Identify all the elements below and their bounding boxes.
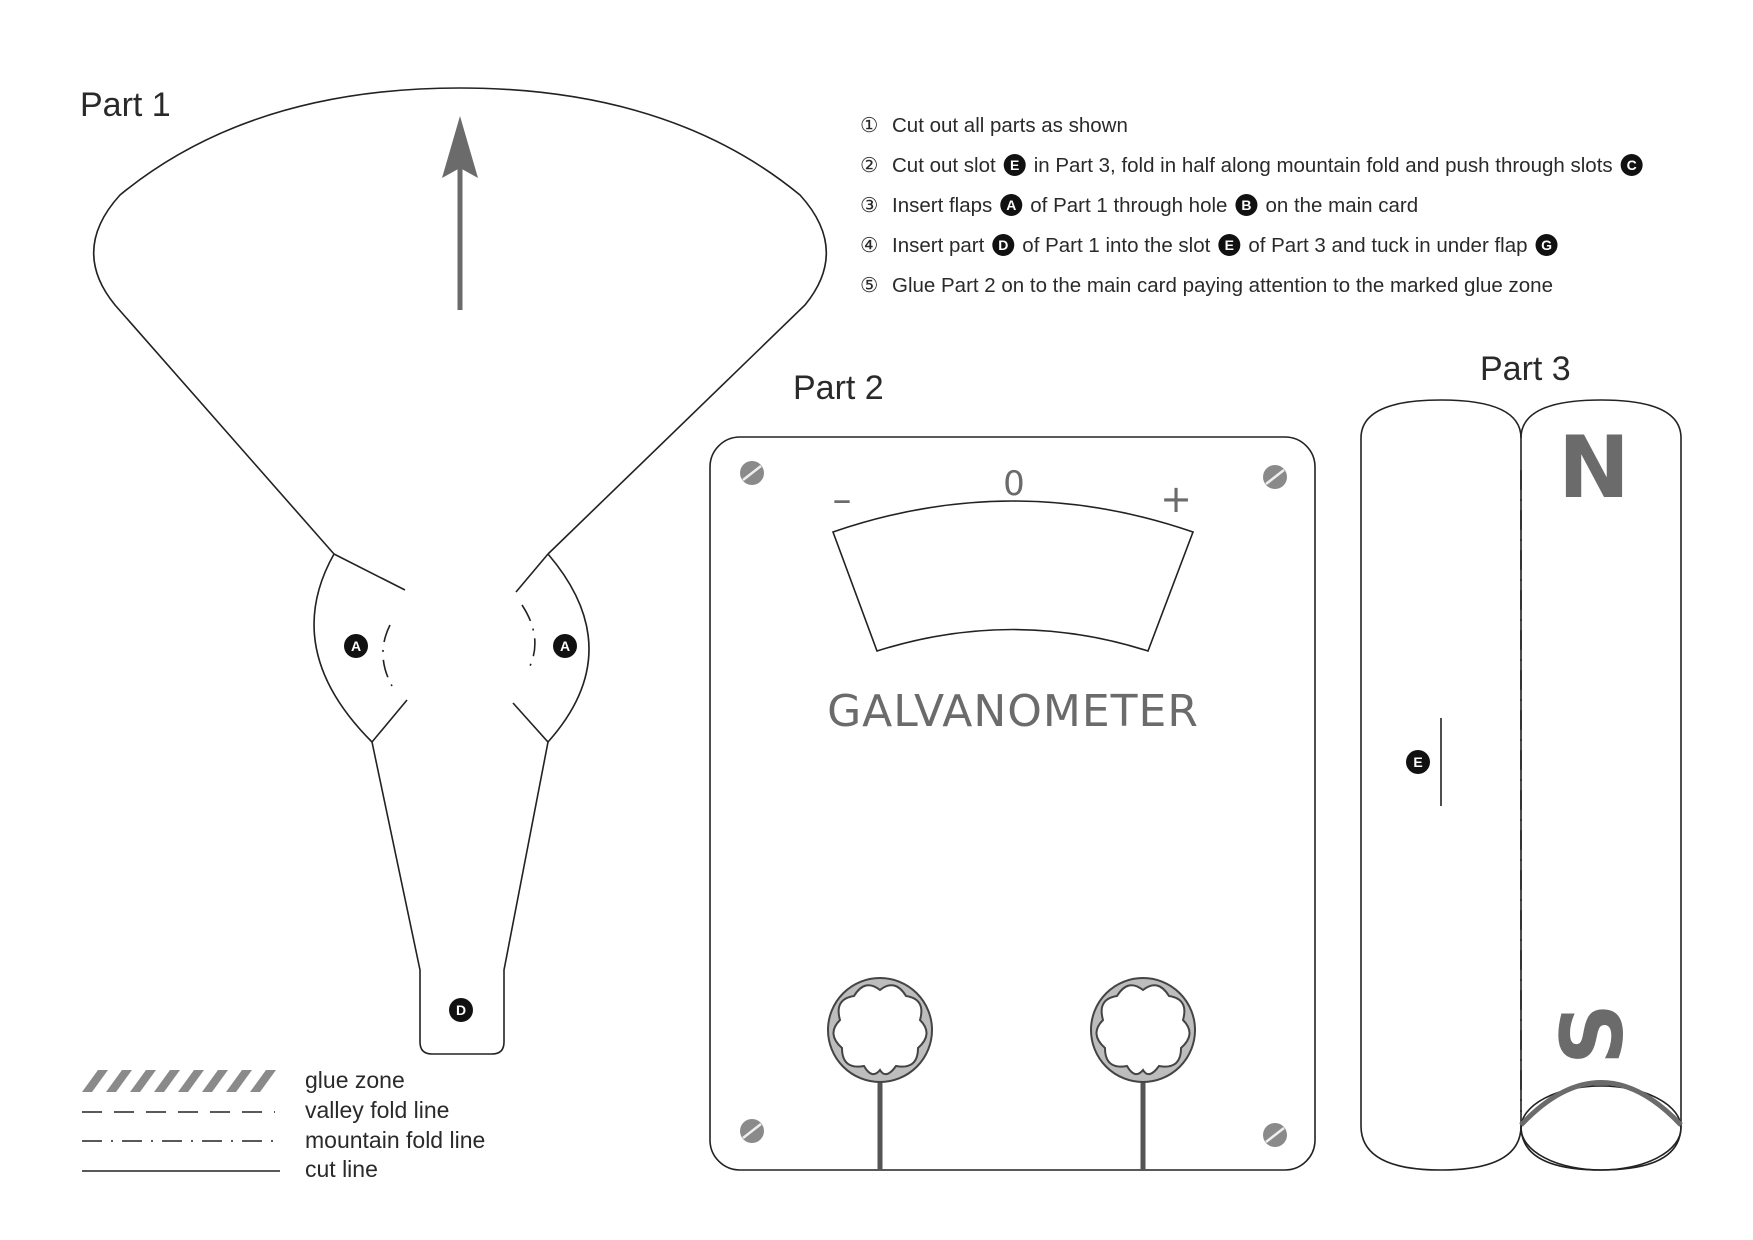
glue-stripe: [250, 1070, 276, 1092]
instruction-number: ③: [860, 194, 878, 217]
part1-badge-a-right: A: [553, 634, 577, 658]
part2-card-outline: [709, 436, 1316, 1171]
scale-minus-label: –: [833, 477, 852, 521]
screw-icon: [1263, 1123, 1287, 1147]
terminal-right-icon: [1090, 977, 1196, 1170]
glue-stripe: [178, 1070, 204, 1092]
instruction-text: Cut out all parts as shown: [892, 114, 1128, 137]
part1-badge-d: D: [449, 998, 473, 1022]
instruction-badge: [1000, 194, 1023, 216]
instruction-text: on the main card: [1265, 194, 1418, 217]
part2-meter-card: – 0 + GALVANOMETER: [709, 436, 1316, 1171]
arrow-head-icon: [442, 116, 478, 178]
instruction-badge-letter: D: [998, 237, 1008, 253]
part1-title: Part 1: [80, 86, 171, 124]
instruction-badge: [1003, 154, 1026, 176]
glue-stripe: [106, 1070, 132, 1092]
legend-label: mountain fold line: [305, 1127, 485, 1153]
instruction-text: of Part 1 into the slot: [1022, 234, 1210, 257]
screw-icon: [1263, 465, 1287, 489]
part3-badge-e: E: [1406, 750, 1430, 774]
part1-badge-a-left: A: [344, 634, 368, 658]
instruction-step: ⑤ Glue Part 2 on to the main card paying …: [860, 274, 1553, 297]
svg-text:A: A: [351, 638, 361, 654]
glue-stripe: [154, 1070, 180, 1092]
svg-text:E: E: [1413, 754, 1422, 770]
part1-arrow: [442, 116, 478, 310]
instruction-badge-letter: C: [1627, 157, 1637, 173]
instruction-badge: [1620, 154, 1643, 176]
svg-text:D: D: [456, 1002, 466, 1018]
instruction-text: of Part 3 and tuck in under flap: [1248, 234, 1527, 257]
part1-stem-outline: [371, 741, 549, 1055]
scale-plus-label: +: [1160, 477, 1192, 521]
instruction-number: ④: [860, 234, 878, 257]
part1-fan-outline: [92, 87, 828, 555]
part1-left-dashed-arc: [382, 624, 393, 687]
part1-pointer-cutout: [92, 87, 828, 1055]
legend-label: valley fold line: [305, 1097, 449, 1123]
instruction-badge-letter: E: [1225, 237, 1234, 253]
part2-title: Part 2: [793, 369, 884, 407]
instruction-step: ① Cut out all parts as shown: [860, 114, 1128, 137]
meter-scale-window: [831, 500, 1195, 652]
line-legend: glue zone valley fold line mountain fold…: [82, 1067, 485, 1182]
legend-label: cut line: [305, 1156, 378, 1182]
instruction-text: Insert flaps: [892, 194, 992, 217]
instruction-text: Cut out slot: [892, 154, 996, 177]
screw-icon: [740, 461, 764, 485]
terminal-left-icon: [827, 977, 933, 1170]
instruction-number: ②: [860, 154, 878, 177]
instruction-badge: [992, 234, 1015, 256]
glue-stripe: [130, 1070, 156, 1092]
instruction-text: Glue Part 2 on to the main card paying a…: [892, 274, 1553, 297]
part3-title: Part 3: [1480, 350, 1571, 388]
part3-bottom-ellipse: [1520, 1085, 1682, 1171]
legend-label: glue zone: [305, 1067, 405, 1093]
meter-title: GALVANOMETER: [827, 686, 1199, 737]
instructions-list: ① Cut out all parts as shown ② Cut out slot…: [860, 114, 1643, 297]
glue-stripe: [202, 1070, 228, 1092]
part1-right-flap-outline: [512, 553, 590, 744]
instruction-number: ⑤: [860, 274, 878, 297]
instruction-badge-letter: G: [1541, 237, 1552, 253]
instruction-text: in Part 3, fold in half along mountain f…: [1034, 154, 1613, 177]
instruction-badge-letter: B: [1241, 197, 1251, 213]
glue-stripe: [226, 1070, 252, 1092]
part3-right-panel-outline: [1520, 399, 1682, 1171]
instruction-badge: [1218, 234, 1241, 256]
part3-bottom-arc-gray: [1519, 1080, 1683, 1127]
instruction-text: Insert part: [892, 234, 985, 257]
instruction-badge: [1235, 194, 1258, 216]
part1-right-dashed-arc: [521, 604, 536, 673]
instruction-badge-letter: A: [1006, 197, 1016, 213]
part3-magnet-strip: [1360, 399, 1682, 1171]
instruction-badge: [1535, 234, 1558, 256]
svg-text:A: A: [560, 638, 570, 654]
instruction-text: of Part 1 through hole: [1030, 194, 1227, 217]
legend-glue-swatch: [82, 1070, 276, 1092]
pole-south-label: S: [1543, 1003, 1643, 1065]
screw-icon: [740, 1119, 764, 1143]
part1-left-flap-outline: [313, 553, 408, 744]
instruction-badge-letter: E: [1010, 157, 1019, 173]
instruction-number: ①: [860, 114, 878, 137]
glue-stripe: [82, 1070, 108, 1092]
pole-north-label: N: [1558, 418, 1630, 518]
scale-zero-label: 0: [1003, 464, 1025, 504]
